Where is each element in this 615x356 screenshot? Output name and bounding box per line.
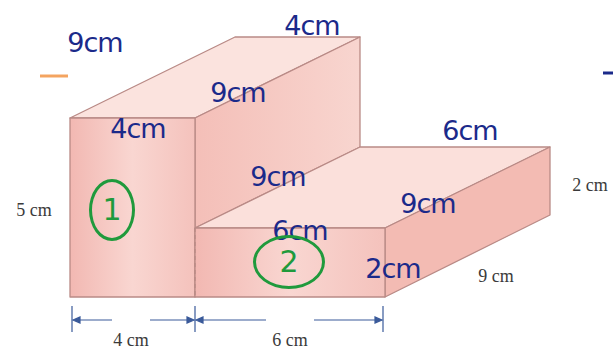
part-number: 2 bbox=[279, 247, 298, 277]
width-annotation: 4cm bbox=[110, 115, 165, 142]
width-annotation: 6cm bbox=[442, 117, 497, 144]
dimension-label: 5 cm bbox=[16, 201, 52, 219]
width-annotation: 6cm bbox=[272, 217, 327, 244]
part-number-circle: 2 bbox=[253, 235, 325, 289]
height-annotation: 2cm bbox=[365, 255, 420, 282]
dimension-label: 9 cm bbox=[478, 267, 514, 285]
part-number-circle: 1 bbox=[89, 179, 135, 241]
dimension-label: 6 cm bbox=[272, 331, 308, 349]
length-annotation: 9cm bbox=[400, 190, 455, 217]
dimension-label: 4 cm bbox=[113, 331, 149, 349]
width-annotation: 4cm bbox=[284, 12, 339, 39]
length-annotation: 9cm bbox=[210, 79, 265, 106]
part-number: 1 bbox=[102, 195, 121, 225]
length-annotation: 9cm bbox=[67, 29, 122, 56]
dimension-label: 2 cm bbox=[572, 176, 608, 194]
length-annotation: 9cm bbox=[250, 163, 305, 190]
